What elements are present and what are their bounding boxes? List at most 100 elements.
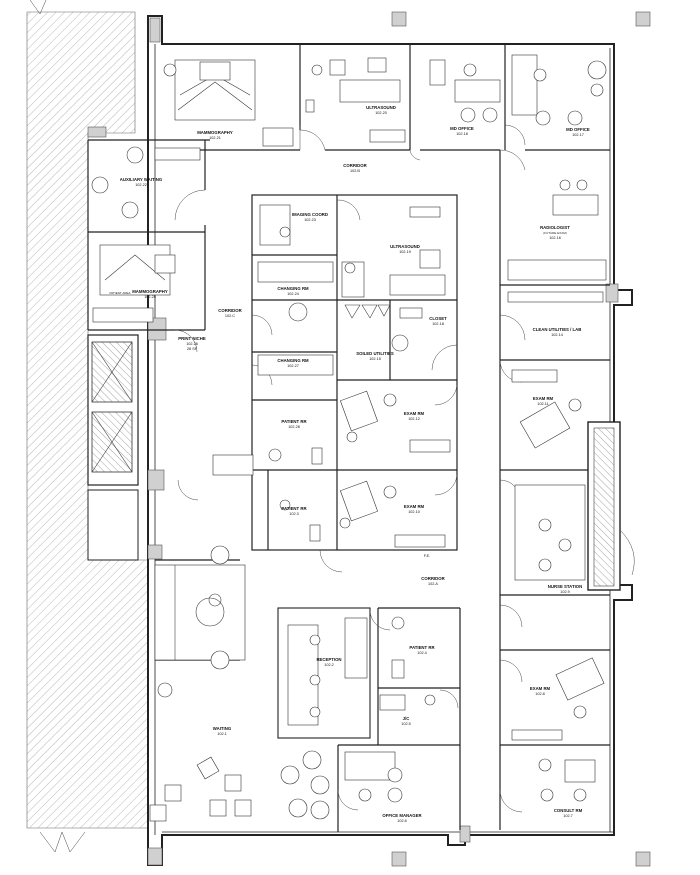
svg-text:WAITING: WAITING xyxy=(213,726,232,731)
svg-text:102.A: 102.A xyxy=(428,582,438,586)
column xyxy=(147,544,163,560)
room-exam-rm-3: EXAM RM 102.10 xyxy=(404,504,425,514)
room-patient-rr-1: PATIENT RR 102.28 xyxy=(281,419,307,429)
svg-text:MAMMOGRAPHY: MAMMOGRAPHY xyxy=(132,289,168,294)
column xyxy=(149,17,161,43)
svg-text:102.28: 102.28 xyxy=(288,425,300,429)
svg-text:102.6: 102.6 xyxy=(397,819,407,823)
room-ultrasound-2: ULTRASOUND 102.19 xyxy=(390,244,420,254)
svg-text:102.14: 102.14 xyxy=(551,333,563,337)
svg-text:EXAM RM: EXAM RM xyxy=(404,504,425,509)
room-labels: MAMMOGRAPHY 102.21 ULTRASOUND 102.20 MD … xyxy=(109,105,589,823)
svg-text:102.15: 102.15 xyxy=(369,357,381,361)
room-imaging-coord: IMAGING COORD 102.23 xyxy=(292,212,328,222)
svg-text:PATIENT AREA: PATIENT AREA xyxy=(109,291,130,295)
svg-text:102.C: 102.C xyxy=(225,314,235,318)
svg-text:(FUTURE EXAM): (FUTURE EXAM) xyxy=(543,231,567,235)
svg-text:PATIENT RR: PATIENT RR xyxy=(281,506,307,511)
svg-text:102.9: 102.9 xyxy=(560,590,570,594)
room-changing-rm-2: CHANGING RM 102.27 xyxy=(277,358,309,368)
room-soiled-utilities: SOILED UTILITIES 102.15 xyxy=(356,351,394,361)
column xyxy=(147,317,167,341)
column xyxy=(391,851,407,867)
room-exam-rm-4: EXAM RM 102.8 xyxy=(530,686,551,696)
svg-text:PATIENT RR: PATIENT RR xyxy=(409,645,435,650)
room-jc: J/C 102.5 xyxy=(401,716,411,726)
furniture xyxy=(91,54,607,822)
room-changing-rm-1: CHANGING RM 102.24 xyxy=(277,286,309,296)
svg-text:102.19: 102.19 xyxy=(399,250,411,254)
doors xyxy=(29,0,526,853)
svg-text:102.17: 102.17 xyxy=(572,133,584,137)
svg-text:RADIOLOGIST: RADIOLOGIST xyxy=(540,225,570,230)
svg-text:PATIENT RR: PATIENT RR xyxy=(281,419,307,424)
svg-text:CLEAN UTILITIES / LAB: CLEAN UTILITIES / LAB xyxy=(533,327,582,332)
svg-text:CHANGING RM: CHANGING RM xyxy=(277,286,309,291)
room-closet: CLOSET 102.18 xyxy=(429,316,447,326)
svg-text:MD OFFICE: MD OFFICE xyxy=(450,126,474,131)
column xyxy=(147,847,163,866)
svg-text:AUXILIARY WAITING: AUXILIARY WAITING xyxy=(120,177,163,182)
column xyxy=(147,469,165,491)
svg-text:IMAGING COORD: IMAGING COORD xyxy=(292,212,328,217)
room-reception: RECEPTION 102.2 xyxy=(316,657,341,667)
room-exam-rm-2: EXAM RM 102.11 xyxy=(533,396,554,406)
column xyxy=(459,825,471,843)
room-mammography-1: MAMMOGRAPHY 102.21 xyxy=(197,130,233,140)
svg-text:CORRIDOR: CORRIDOR xyxy=(343,163,367,168)
svg-text:102.25: 102.25 xyxy=(144,295,156,299)
svg-text:102.22: 102.22 xyxy=(135,183,147,187)
svg-text:102.26: 102.26 xyxy=(186,342,198,346)
svg-text:102.2: 102.2 xyxy=(324,663,334,667)
column xyxy=(635,851,651,867)
svg-text:EXAM RM: EXAM RM xyxy=(530,686,551,691)
svg-text:CHANGING RM: CHANGING RM xyxy=(277,358,309,363)
room-corridor-3: CORRIDOR 102.A F.E. xyxy=(421,554,445,586)
column xyxy=(391,11,407,27)
room-corridor-2: CORRIDOR 102.C xyxy=(218,308,242,318)
svg-text:SOILED UTILITIES: SOILED UTILITIES xyxy=(356,351,394,356)
room-patient-rr-2: PATIENT RR 102.3 xyxy=(281,506,307,516)
svg-text:EXAM RM: EXAM RM xyxy=(404,411,425,416)
svg-text:102.4: 102.4 xyxy=(417,651,427,655)
svg-text:102.10: 102.10 xyxy=(408,510,420,514)
svg-text:102.11: 102.11 xyxy=(537,402,548,406)
room-patient-rr-3: PATIENT RR 102.4 xyxy=(409,645,435,655)
room-office-manager: OFFICE MANAGER 102.6 xyxy=(382,813,422,823)
stairwell xyxy=(587,421,635,591)
room-exam-rm-1: EXAM RM 102.12 xyxy=(404,411,425,421)
svg-text:102.23: 102.23 xyxy=(304,218,316,222)
svg-text:102.5: 102.5 xyxy=(401,722,411,726)
svg-text:OFFICE MANAGER: OFFICE MANAGER xyxy=(382,813,422,818)
room-radiologist: RADIOLOGIST (FUTURE EXAM) 102.16 xyxy=(540,225,570,240)
svg-text:102.B: 102.B xyxy=(350,169,360,173)
svg-text:EXAM RM: EXAM RM xyxy=(533,396,554,401)
room-corridor-1: CORRIDOR 102.B xyxy=(343,163,367,173)
svg-text:MD OFFICE: MD OFFICE xyxy=(566,127,590,132)
svg-text:RECEPTION: RECEPTION xyxy=(316,657,341,662)
svg-text:102.7: 102.7 xyxy=(563,814,573,818)
svg-text:102.18: 102.18 xyxy=(456,132,468,136)
room-clean-utilities: CLEAN UTILITIES / LAB 102.14 xyxy=(533,327,582,337)
svg-text:MAMMOGRAPHY: MAMMOGRAPHY xyxy=(197,130,233,135)
room-md-office-1: MD OFFICE 102.18 xyxy=(450,126,474,136)
column xyxy=(635,11,651,27)
column xyxy=(87,126,107,138)
svg-text:CLOSET: CLOSET xyxy=(429,316,447,321)
svg-text:102.21: 102.21 xyxy=(209,136,221,140)
room-auxiliary-waiting: AUXILIARY WAITING 102.22 xyxy=(120,177,163,187)
svg-text:102.20: 102.20 xyxy=(375,111,387,115)
room-md-office-2: MD OFFICE 102.17 xyxy=(566,127,590,137)
room-consult-rm: CONSULT RM 102.7 xyxy=(554,808,583,818)
interior-walls xyxy=(87,44,610,832)
svg-text:102.8: 102.8 xyxy=(535,692,545,696)
svg-text:28 SF: 28 SF xyxy=(187,347,198,351)
svg-text:102.1: 102.1 xyxy=(217,732,227,736)
svg-text:CORRIDOR: CORRIDOR xyxy=(421,576,445,581)
room-print-niche: PRINT NICHE 102.26 28 SF xyxy=(178,336,206,351)
svg-text:ULTRASOUND: ULTRASOUND xyxy=(390,244,420,249)
room-nurse-station: NURSE STATION 102.9 xyxy=(548,584,582,594)
svg-text:102.16: 102.16 xyxy=(549,236,561,240)
room-ultrasound-1: ULTRASOUND 102.20 xyxy=(366,105,396,115)
